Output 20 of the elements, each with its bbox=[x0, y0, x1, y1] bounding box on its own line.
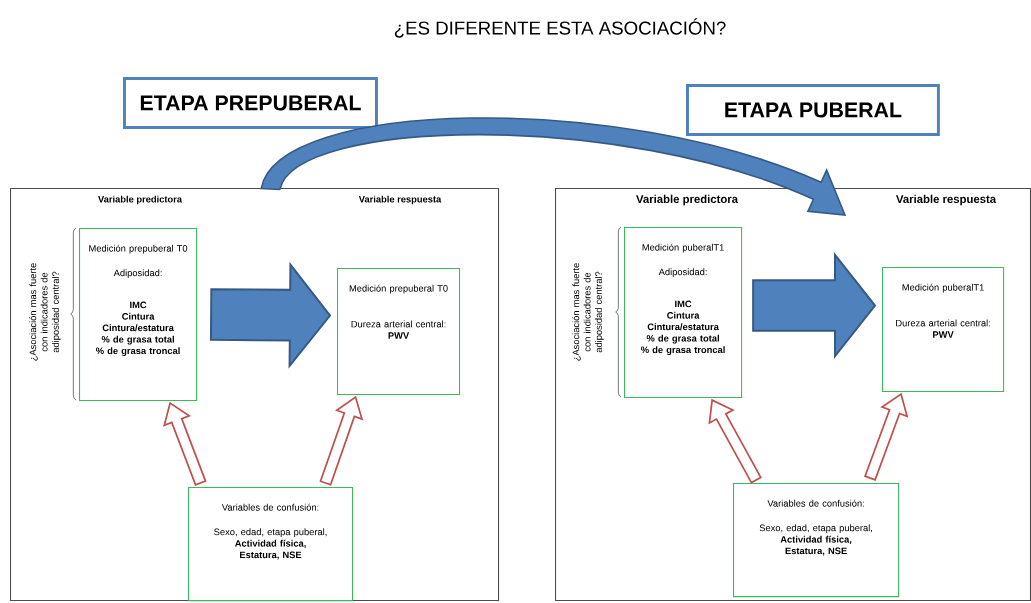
arrow bbox=[319, 395, 364, 486]
stage-box: ETAPA PREPUBERAL bbox=[123, 77, 378, 129]
column-heading: Variable predictora bbox=[636, 194, 739, 206]
column-heading: Variable respuesta bbox=[896, 194, 997, 206]
measure-box: Variables de confusión: Sexo, edad, etapa puberal, Actividad física, Estatura, NSE bbox=[188, 487, 354, 602]
measure-box: Medición puberalT1 Adiposidad: IMC Cintura Cintura/estatura % de grasa total % de grasa troncal bbox=[624, 227, 743, 399]
measure-box: Medición prepuberal T0 Dureza arterial central: PWV bbox=[337, 268, 461, 396]
arrow bbox=[209, 261, 332, 369]
measure-box: Medición puberalT1 Dureza arterial central: PWV bbox=[882, 267, 1005, 393]
title: ¿ES DIFERENTE ESTA ASOCIACIÓN? bbox=[394, 18, 726, 38]
arrow bbox=[752, 252, 877, 360]
measure-box: Variables de confusión: Sexo, edad, etapa puberal, Actividad física, Estatura, NSE bbox=[733, 483, 900, 598]
measure-box: Medición prepuberal T0 Adiposidad: IMC Cintura Cintura/estatura % de grasa total % de grasa troncal bbox=[79, 228, 198, 402]
rotated-note: ¿Asociación mas fuerte con indicadores de adiposidad central? bbox=[29, 263, 61, 361]
column-heading: Variable respuesta bbox=[358, 195, 442, 205]
rotated-note: ¿Asociación mas fuerte con indicadores de adiposidad central? bbox=[572, 263, 604, 361]
column-heading: Variable predictora bbox=[98, 195, 183, 205]
stage-box: ETAPA PUBERAL bbox=[686, 84, 940, 136]
arrow bbox=[708, 398, 762, 484]
arrow bbox=[260, 117, 846, 216]
